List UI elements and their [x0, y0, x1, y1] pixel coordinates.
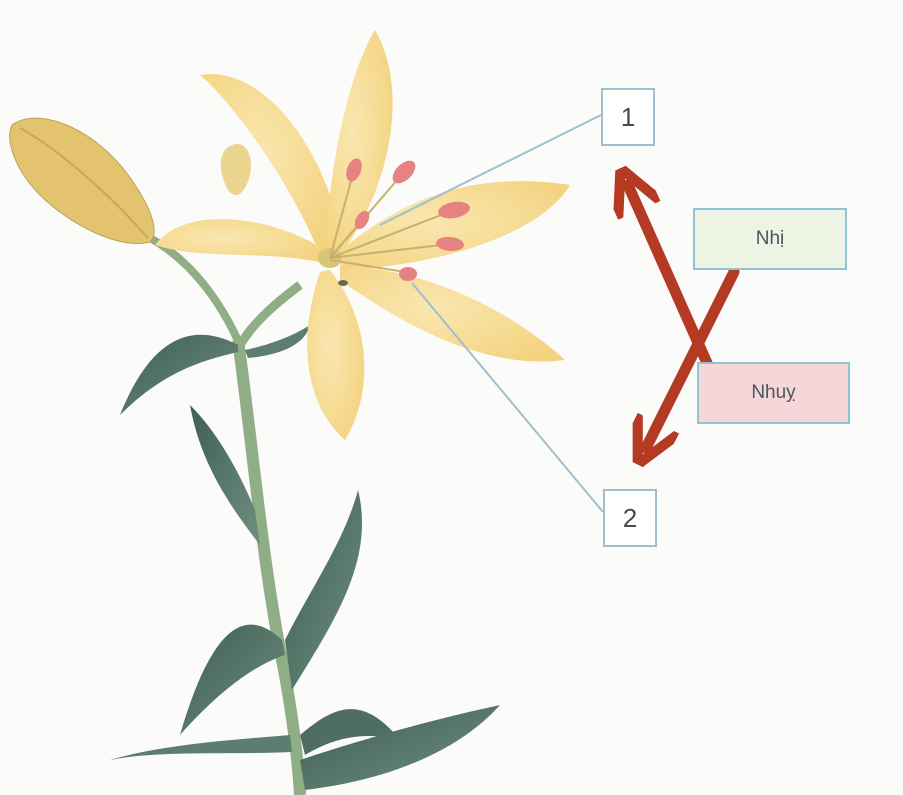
callout-number-2: 2 — [623, 503, 637, 534]
leader-line-2 — [412, 283, 603, 512]
stem — [238, 340, 300, 795]
label-box-nhi[interactable]: Nhị — [693, 208, 847, 270]
label-nhi-text: Nhị — [756, 228, 785, 250]
leaf — [110, 735, 292, 760]
leaf — [120, 335, 238, 415]
lily-flower — [155, 30, 570, 440]
callout-box-2: 2 — [603, 489, 657, 547]
leaf — [180, 625, 285, 735]
label-box-nhuy[interactable]: Nhuỵ — [697, 362, 850, 424]
leaf — [285, 490, 362, 690]
callout-number-1: 1 — [621, 102, 635, 133]
flower-bud — [10, 118, 154, 243]
small-bud — [221, 144, 251, 195]
callout-box-1: 1 — [601, 88, 655, 146]
label-nhuy-text: Nhuỵ — [751, 382, 795, 404]
